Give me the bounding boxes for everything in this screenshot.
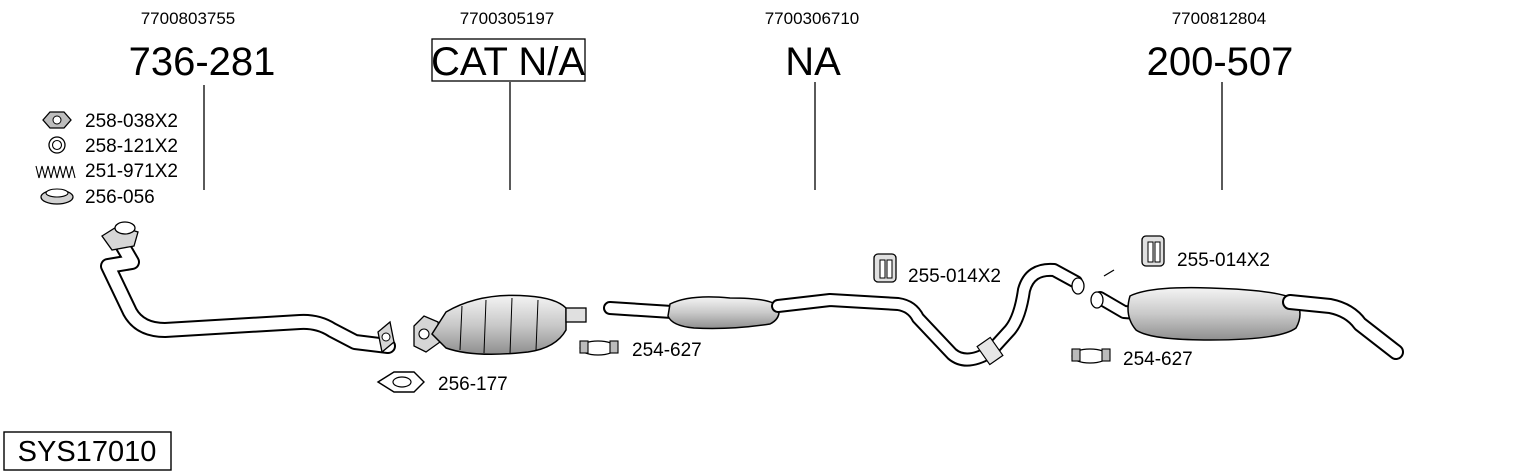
- oem-number-3: 7700306710: [765, 9, 860, 28]
- fitting-label-clamp-1: 254-627: [632, 340, 702, 361]
- spring-icon: [35, 165, 76, 179]
- part-number-box-2: [431, 38, 586, 82]
- system-code: SYS17010: [18, 436, 157, 468]
- sealing-ring-icon: [40, 188, 74, 205]
- oem-number-1: 7700803755: [141, 9, 236, 28]
- fitting-label-gasket: 256-177: [438, 374, 508, 395]
- washer-icon: [48, 136, 66, 154]
- fitting-label-washer: 258-121X2: [85, 136, 178, 157]
- clamp-icon: [1071, 348, 1111, 364]
- nut-icon: [42, 111, 72, 129]
- oem-number-4: 7700812804: [1172, 9, 1267, 28]
- part-number-1: 736-281: [129, 40, 276, 84]
- fitting-label-hanger-1: 255-014X2: [908, 266, 1001, 287]
- catalytic-converter: [413, 294, 587, 355]
- centre-pipe: [603, 262, 1085, 367]
- fitting-label-hanger-2: 255-014X2: [1177, 250, 1270, 271]
- part-number-3: NA: [785, 40, 841, 84]
- rubber-hanger-icon: [873, 253, 897, 283]
- system-code-box: [3, 431, 172, 471]
- clamp-icon: [579, 340, 619, 356]
- fitting-label-clamp-2: 254-627: [1123, 349, 1193, 370]
- fitting-label-sealing-ring: 256-056: [85, 187, 155, 208]
- gasket-icon: [376, 371, 425, 393]
- oem-number-2: 7700305197: [460, 9, 555, 28]
- part-number-4: 200-507: [1147, 40, 1294, 84]
- fitting-label-spring: 251-971X2: [85, 161, 178, 182]
- rear-silencer: [1090, 269, 1404, 360]
- rubber-hanger-icon: [1141, 235, 1165, 267]
- front-pipe: [100, 221, 396, 354]
- part-number-2: CAT N/A: [431, 40, 585, 84]
- fitting-label-nut: 258-038X2: [85, 111, 178, 132]
